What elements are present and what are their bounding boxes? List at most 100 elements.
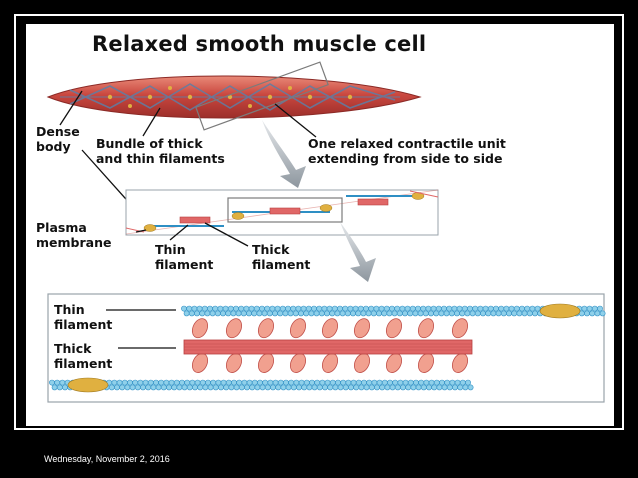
actin-bead [456, 305, 463, 312]
actin-bead [264, 305, 271, 312]
actin-bead [594, 310, 601, 317]
thin-filament-top [181, 305, 606, 317]
bottom-pointer-lines [106, 309, 176, 349]
actin-bead [108, 384, 115, 391]
actin-bead [176, 384, 183, 391]
actin-bead [360, 310, 367, 317]
actin-bead [462, 384, 469, 391]
actin-bead [454, 310, 460, 317]
actin-bead [313, 310, 320, 317]
actin-bead [251, 379, 258, 386]
actin-bead [116, 379, 123, 386]
actin-bead [350, 310, 356, 317]
actin-bead [519, 305, 525, 312]
dense-body-right [539, 303, 581, 319]
footer-date: Wednesday, November 2, 2016 [44, 454, 170, 464]
actin-bead [366, 379, 373, 386]
actin-bead [233, 305, 239, 312]
actin-bead [500, 310, 507, 317]
actin-bead [589, 310, 596, 317]
myosin-head [321, 318, 339, 339]
actin-bead [426, 384, 432, 391]
actin-bead [267, 379, 274, 386]
actin-bead [365, 310, 372, 317]
actin-bead [383, 305, 390, 312]
actin-bead [452, 384, 458, 391]
actin-bead [285, 305, 291, 312]
myosin-head [289, 318, 307, 339]
actin-bead [316, 305, 323, 312]
actin-bead [431, 384, 438, 391]
actin-bead [599, 310, 606, 317]
actin-bead [394, 384, 401, 391]
smooth-muscle-cell [46, 61, 422, 131]
actin-bead [150, 384, 157, 391]
actin-bead [253, 305, 260, 312]
actin-bead [451, 305, 458, 312]
actin-bead [129, 384, 136, 391]
actin-bead [439, 379, 445, 386]
actin-bead [368, 384, 375, 391]
actin-bead [243, 305, 250, 312]
actin-bead [240, 310, 247, 317]
actin-bead [394, 305, 401, 312]
actin-bead [279, 305, 286, 312]
actin-bead [423, 379, 430, 386]
actin-bead [363, 384, 370, 391]
actin-bead [370, 310, 377, 317]
actin-bead [433, 310, 440, 317]
actin-bead [179, 379, 185, 386]
actin-bead [428, 379, 435, 386]
actin-bead [163, 379, 170, 386]
actin-bead [194, 379, 201, 386]
actin-bead [493, 305, 499, 312]
actin-bead [444, 379, 451, 386]
actin-bead [350, 379, 357, 386]
actin-bead [334, 310, 341, 317]
actin-bead [244, 384, 250, 391]
actin-bead [363, 305, 369, 312]
actin-bead [513, 305, 520, 312]
actin-bead [51, 384, 58, 391]
actin-bead [503, 305, 510, 312]
actin-bead [210, 379, 217, 386]
actin-bead [56, 384, 63, 391]
actin-bead [392, 379, 399, 386]
actin-bead [189, 379, 196, 386]
actin-bead [288, 379, 295, 386]
myosin-head [257, 318, 275, 339]
actin-bead [270, 384, 276, 391]
actin-bead [329, 310, 336, 317]
page-title: Relaxed smooth muscle cell [92, 32, 427, 56]
actin-bead [290, 305, 297, 312]
actin-bead [436, 384, 443, 391]
actin-bead [326, 305, 333, 312]
actin-bead [337, 305, 343, 312]
actin-bead [526, 310, 533, 317]
actin-bead [420, 384, 427, 391]
actin-bead [358, 384, 365, 391]
actin-bead [409, 305, 416, 312]
actin-bead [335, 379, 341, 386]
actin-bead [184, 379, 191, 386]
actin-bead [197, 384, 204, 391]
actin-bead [352, 305, 359, 312]
actin-bead [381, 310, 388, 317]
actin-bead [233, 384, 240, 391]
actin-bead [407, 379, 414, 386]
bottom-panel [47, 293, 606, 403]
actin-bead [215, 379, 222, 386]
actin-bead [417, 310, 424, 317]
actin-bead [259, 384, 266, 391]
actin-bead [209, 310, 216, 317]
actin-bead [318, 310, 325, 317]
actin-bead [337, 384, 344, 391]
actin-bead [586, 305, 593, 312]
actin-bead [474, 310, 481, 317]
actin-bead [166, 384, 172, 391]
